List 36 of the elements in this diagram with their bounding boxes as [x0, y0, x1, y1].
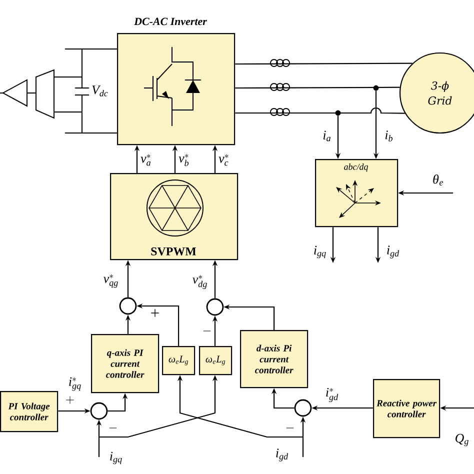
signal-label: $i_{gd}^*$ — [326, 388, 338, 402]
block-box: d-axis Pi current controller — [240, 330, 308, 388]
signal-label: $v_a^*$ — [140, 154, 150, 166]
connector-line — [235, 107, 405, 114]
block-box: Reactive power controller — [373, 379, 440, 438]
block-box: SVPWM — [110, 173, 238, 260]
signal-label: $v_b^*$ — [178, 154, 189, 166]
signal-label: $Q_g$ — [456, 434, 468, 446]
block-box: PI Voltage controller — [0, 391, 58, 432]
block-box: $\omega_e L_g$ — [199, 346, 232, 376]
summing-junction — [119, 297, 137, 315]
signal-label: $+$ — [151, 309, 159, 317]
signal-label: $v_{qg}^*$ — [104, 274, 118, 288]
connector-line — [235, 62, 412, 65]
signal-label: $\theta_e$ — [433, 174, 443, 186]
connector-line — [235, 86, 400, 89]
signal-label: $i_{gq}^*$ — [69, 377, 81, 391]
block-box: DC-AC Inverter — [117, 18, 236, 146]
node-label: DC-AC Inverter — [134, 18, 207, 26]
block-box: q-axis PI current controller — [91, 334, 160, 394]
signal-label: $i_{gd}$ — [276, 448, 288, 462]
block-box: $\omega_e L_g$ — [162, 346, 196, 376]
signal-label: $i_{gd}$ — [387, 246, 400, 258]
signal-label: $i_a$ — [323, 130, 330, 142]
signal-label: $i_b$ — [385, 130, 393, 142]
summing-junction — [90, 402, 108, 420]
signal-label: $-$ — [203, 330, 211, 332]
summing-junction — [294, 399, 312, 417]
block-box: abc/dq — [315, 159, 398, 228]
signal-label: $i_{gq}$ — [110, 452, 122, 464]
summing-junction — [206, 298, 224, 316]
signal-label: $+$ — [66, 396, 74, 404]
signal-label: $V_{dc}$ — [92, 86, 108, 96]
signal-label: $v_{dg}^*$ — [192, 275, 207, 289]
signal-label: $i_{gq}$ — [314, 246, 326, 258]
signal-label: $v_c^*$ — [218, 154, 228, 166]
